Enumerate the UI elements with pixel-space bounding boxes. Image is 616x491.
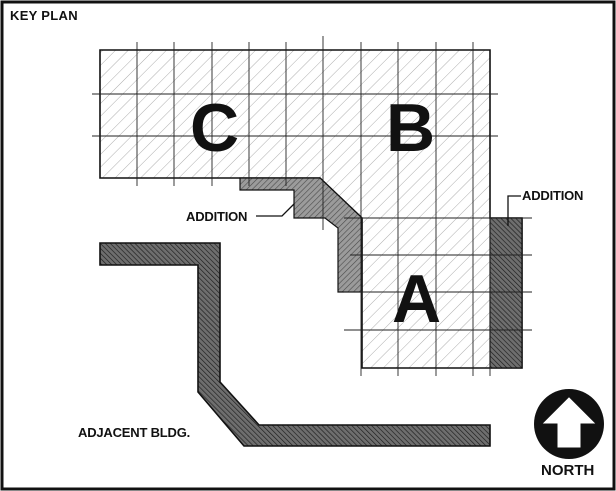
adjacent-building <box>99 242 491 447</box>
leader-line-left <box>256 203 295 217</box>
wing-label-a: A <box>392 261 441 337</box>
addition-right-area <box>489 217 523 369</box>
wing-label-b: B <box>386 90 435 166</box>
addition-callout-left: ADDITION <box>186 203 295 224</box>
addition-areas <box>239 177 523 369</box>
adjacent-building-wall <box>99 242 491 447</box>
leader-line-right <box>507 195 521 226</box>
wing-label-c: C <box>190 90 239 166</box>
wing-c-b-block <box>99 49 523 369</box>
north-label: NORTH <box>541 462 594 479</box>
adjacent-building-label: ADJACENT BLDG. <box>78 425 190 440</box>
building-footprint <box>99 49 523 369</box>
addition-left-area <box>239 177 363 293</box>
north-arrow-icon <box>542 397 596 448</box>
structural-grid <box>92 36 532 376</box>
wing-labels: C B A <box>190 90 441 337</box>
north-arrow: NORTH <box>534 389 604 479</box>
plan-title: KEY PLAN <box>10 8 78 23</box>
addition-callout-right: ADDITION <box>507 188 583 226</box>
addition-label-left: ADDITION <box>186 209 247 224</box>
addition-label-right: ADDITION <box>522 188 583 203</box>
